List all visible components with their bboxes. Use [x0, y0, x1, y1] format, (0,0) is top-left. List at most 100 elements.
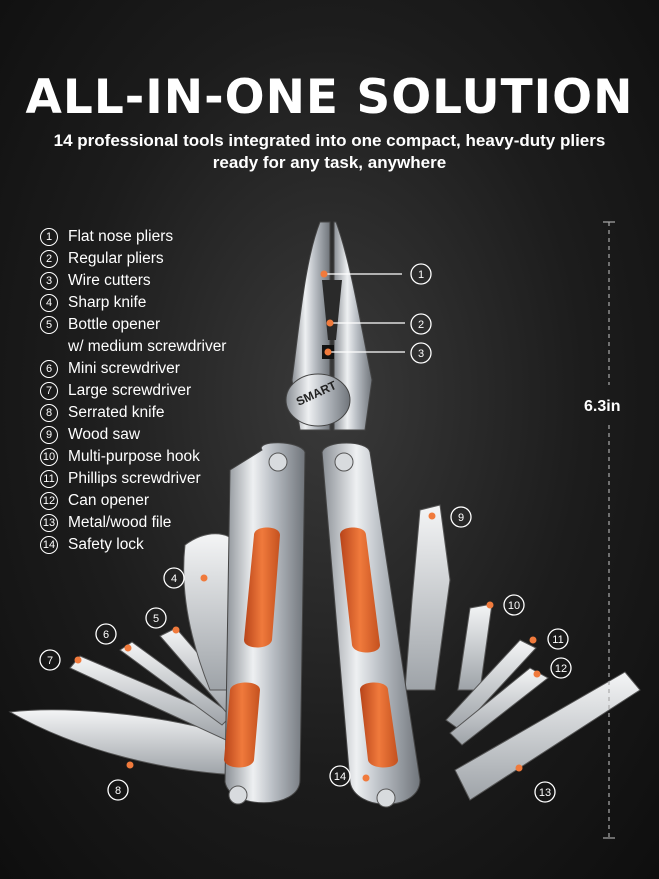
subtitle-line-1: 14 professional tools integrated into on…	[53, 131, 606, 150]
tool-list-item: 7 Large screwdriver	[40, 380, 226, 402]
callout-number: 8	[115, 785, 121, 797]
number-badge: 10	[40, 448, 58, 466]
callout-dot	[324, 348, 332, 356]
callout-circle	[547, 628, 569, 650]
callout-number: 14	[334, 771, 346, 783]
callout-circle	[39, 649, 61, 671]
tool-label: Can opener	[68, 492, 150, 509]
number-badge: 12	[40, 492, 58, 510]
tool-list-item: 4 Sharp knife	[40, 292, 226, 314]
tool-label: Large screwdriver	[68, 382, 192, 399]
callout-dot	[126, 761, 134, 769]
callout-number: 11	[552, 634, 563, 646]
callout-circle	[95, 623, 117, 645]
number-badge: 4	[40, 294, 58, 312]
number-badge: 14	[40, 536, 58, 554]
callout-number: 5	[153, 613, 159, 625]
can-opener-blade	[449, 667, 549, 746]
tool-label: Sharp knife	[68, 294, 147, 311]
tool-label: Wire cutters	[68, 272, 151, 289]
callout-dot	[486, 601, 494, 609]
plier-teeth	[322, 280, 342, 340]
number-badge: 2	[40, 250, 58, 268]
handle-right-grip-bottom	[360, 682, 398, 768]
callout-circle	[410, 313, 432, 335]
callout-number: 12	[555, 663, 567, 675]
tool-label: Safety lock	[68, 536, 144, 553]
callout-number: 7	[47, 655, 53, 667]
tool-label: Multi-purpose hook	[68, 448, 200, 465]
dimension-label: 6.3in	[584, 398, 621, 415]
callout-number: 2	[418, 319, 424, 331]
wood-saw-blade	[404, 504, 451, 691]
dimension-indicator	[603, 221, 615, 839]
callout-circles	[39, 263, 572, 803]
tool-list-item: 12 Can opener	[40, 490, 226, 512]
callout-circle	[410, 342, 432, 364]
number-badge: 7	[40, 382, 58, 400]
tool-list-item: 5 Bottle opener	[40, 314, 226, 336]
callout-dot	[172, 626, 180, 634]
callout-number: 3	[418, 348, 424, 360]
callout-dot	[428, 512, 436, 520]
handle-left-bottom-rivet	[228, 785, 248, 805]
tool-list-item: 14 Safety lock	[40, 534, 226, 556]
tool-blades-left	[8, 533, 246, 776]
callout-number: 13	[539, 787, 551, 799]
callout-circle	[550, 657, 572, 679]
tool-label: Wood saw	[68, 426, 141, 443]
tool-label: Phillips screwdriver	[68, 470, 201, 487]
subtitle: 14 professional tools integrated into on…	[0, 130, 659, 174]
handle-left-rivet	[268, 452, 288, 472]
tool-label: Bottle opener	[68, 316, 161, 333]
tool-list-item: 9 Wood saw	[40, 424, 226, 446]
tool-list-item: 13 Metal/wood file	[40, 512, 226, 534]
callout-number: 6	[103, 629, 109, 641]
callout-number: 4	[171, 573, 177, 585]
tool-label: w/ medium screwdriver	[68, 338, 227, 355]
tool-label: Serrated knife	[68, 404, 165, 421]
pivot-plate	[285, 373, 351, 427]
handle-left-grip-top	[244, 527, 280, 648]
number-badge: 9	[40, 426, 58, 444]
tool-label: Metal/wood file	[68, 514, 172, 531]
tool-list-item-continuation: w/ medium screwdriver	[40, 336, 226, 358]
callout-lines	[326, 273, 405, 353]
tool-label: Regular pliers	[68, 250, 164, 267]
callout-circle	[329, 765, 351, 787]
callout-circle	[410, 263, 432, 285]
callout-dots	[74, 270, 541, 782]
number-badge: 3	[40, 272, 58, 290]
file-blade	[454, 671, 641, 801]
number-badge: 5	[40, 316, 58, 334]
main-heading: ALL-IN-ONE SOLUTION	[25, 70, 634, 125]
callout-dot	[124, 644, 132, 652]
number-badge: 6	[40, 360, 58, 378]
callout-circle	[163, 567, 185, 589]
callout-dot	[320, 270, 328, 278]
callout-number: 10	[508, 600, 520, 612]
callout-dot	[515, 764, 523, 772]
number-badge: 8	[40, 404, 58, 422]
tool-list-item: 10 Multi-purpose hook	[40, 446, 226, 468]
callout-circle	[450, 506, 472, 528]
handle-right-rivet	[334, 452, 354, 472]
tool-list-item: 8 Serrated knife	[40, 402, 226, 424]
callout-dot	[533, 670, 541, 678]
handle-right-grip-top	[340, 527, 380, 653]
tool-list-item: 3 Wire cutters	[40, 270, 226, 292]
callout-dot	[326, 319, 334, 327]
number-badge: 11	[40, 470, 58, 488]
callout-numbers: 1 2 3 4 5 6 7 8 9 10 11 12 13 14	[47, 269, 567, 799]
number-badge: 13	[40, 514, 58, 532]
callout-dot	[362, 774, 370, 782]
tool-blades-right	[404, 504, 641, 801]
callout-circle	[145, 607, 167, 629]
handle-left-grip-bottom	[224, 682, 260, 768]
subtitle-line-2: ready for any task, anywhere	[212, 153, 447, 172]
callout-number: 9	[458, 512, 464, 524]
